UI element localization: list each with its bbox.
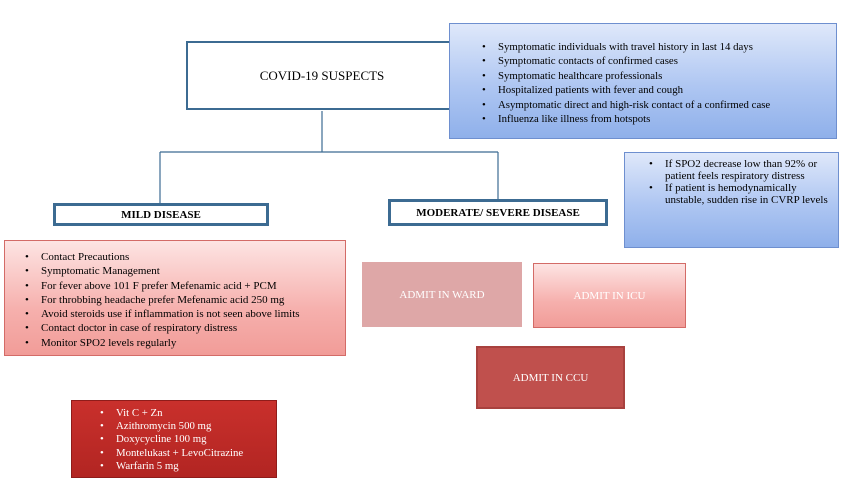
mild-item: Symptomatic Management [19, 264, 339, 279]
moderate-severe-disease-box: MODERATE/ SEVERE DISEASE [388, 199, 608, 226]
medication-item: Doxycycline 100 mg [94, 433, 270, 446]
condition-item: If SPO2 decrease low than 92% or patient… [643, 158, 832, 182]
mild-disease-label: MILD DISEASE [121, 208, 201, 221]
criteria-item: Influenza like illness from hotspots [476, 112, 828, 127]
medication-item: Azithromycin 500 mg [94, 420, 270, 433]
criteria-item: Hospitalized patients with fever and cou… [476, 83, 828, 98]
mild-management-box: Contact Precautions Symptomatic Manageme… [4, 240, 346, 356]
medications-box: Vit C + Zn Azithromycin 500 mg Doxycycli… [71, 400, 277, 478]
mild-item: Contact Precautions [19, 250, 339, 265]
mild-item: Contact doctor in case of respiratory di… [19, 321, 339, 336]
admit-ward-label: ADMIT IN WARD [399, 288, 485, 301]
criteria-item: Symptomatic contacts of confirmed cases [476, 54, 828, 69]
mild-disease-box: MILD DISEASE [53, 203, 269, 226]
mild-item: Avoid steroids use if inflammation is no… [19, 307, 339, 322]
moderate-severe-disease-label: MODERATE/ SEVERE DISEASE [416, 206, 580, 219]
admit-icu-box: ADMIT IN ICU [533, 263, 686, 328]
covid-suspects-label: COVID-19 SUSPECTS [259, 67, 385, 83]
admit-ward-box: ADMIT IN WARD [362, 262, 522, 327]
criteria-item: Asymptomatic direct and high-risk contac… [476, 98, 828, 113]
admit-icu-label: ADMIT IN ICU [573, 289, 646, 302]
medication-item: Montelukast + LevoCitrazine [94, 447, 270, 460]
mild-item: Monitor SPO2 levels regularly [19, 336, 339, 351]
criteria-item: Symptomatic healthcare professionals [476, 69, 828, 84]
suspect-criteria-box: Symptomatic individuals with travel hist… [449, 23, 837, 139]
admit-ccu-label: ADMIT IN CCU [512, 371, 589, 384]
admission-conditions-box: If SPO2 decrease low than 92% or patient… [624, 152, 839, 248]
mild-item: For throbbing headache prefer Mefenamic … [19, 293, 339, 308]
admit-ccu-box: ADMIT IN CCU [476, 346, 625, 409]
mild-item: For fever above 101 F prefer Mefenamic a… [19, 279, 339, 294]
medication-item: Warfarin 5 mg [94, 460, 270, 473]
covid-suspects-box: COVID-19 SUSPECTS [186, 41, 458, 110]
criteria-item: Symptomatic individuals with travel hist… [476, 40, 828, 55]
medication-item: Vit C + Zn [94, 407, 270, 420]
condition-item: If patient is hemodynamically unstable, … [643, 182, 832, 206]
